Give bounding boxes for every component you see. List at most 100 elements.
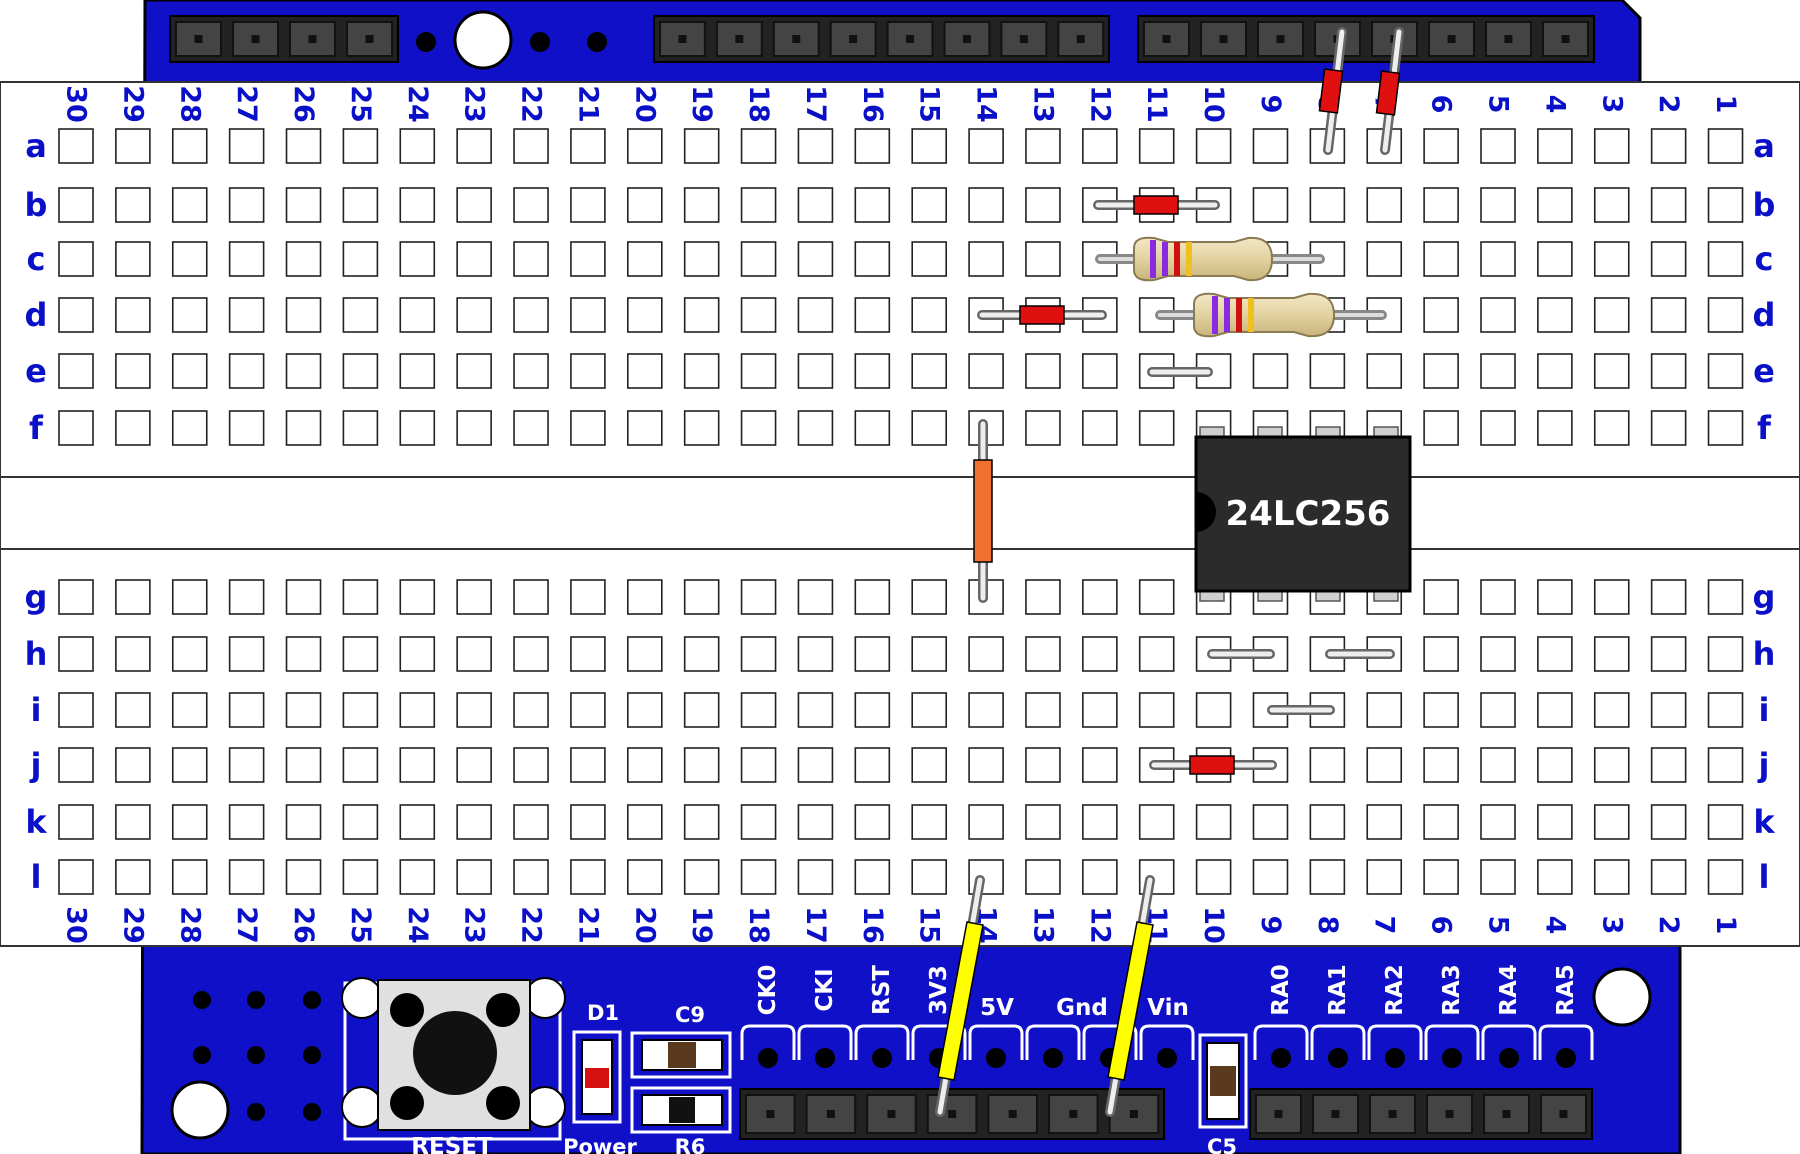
bottom-header-right [1249, 1088, 1593, 1140]
breadboard-hole [115, 804, 151, 840]
column-label-bottom: 15 [914, 906, 945, 944]
breadboard-hole [626, 241, 663, 277]
breadboard-hole [171, 859, 208, 895]
breadboard-hole [1082, 579, 1118, 615]
breadboard-hole [285, 353, 322, 389]
breadboard-hole [171, 241, 208, 277]
column-label-bottom: 22 [516, 906, 547, 944]
breadboard-hole [1366, 692, 1403, 728]
breadboard-hole [456, 410, 492, 446]
bottom-header-pads [740, 1024, 1594, 1068]
breadboard-hole [1025, 636, 1061, 672]
breadboard-hole [513, 241, 549, 277]
breadboard-hole [740, 128, 777, 164]
header-pin [1542, 21, 1589, 57]
breadboard-hole [1138, 692, 1175, 728]
breadboard-hole [1480, 410, 1516, 446]
breadboard-hole [58, 353, 94, 389]
breadboard-hole [285, 410, 322, 446]
breadboard-hole [1423, 859, 1459, 895]
breadboard-hole [1252, 128, 1289, 164]
breadboard-hole [740, 410, 777, 446]
breadboard-hole [513, 859, 549, 895]
breadboard-hole [399, 747, 436, 783]
breadboard-hole [911, 187, 948, 223]
breadboard-hole [854, 859, 891, 895]
breadboard-hole [58, 859, 94, 895]
breadboard-hole [399, 636, 436, 672]
column-label-top: 9 [1255, 95, 1286, 114]
breadboard-hole [1138, 410, 1175, 446]
eeprom-chip: 24LC256 [1194, 426, 1412, 602]
breadboard-hole [171, 747, 208, 783]
row-label: g [25, 578, 48, 616]
breadboard-hole [626, 410, 663, 446]
breadboard-hole [683, 636, 720, 672]
breadboard-hole [968, 804, 1004, 840]
breadboard-hole [1480, 579, 1516, 615]
breadboard-hole [797, 297, 834, 333]
column-label-bottom: 23 [459, 906, 490, 944]
breadboard-hole [171, 804, 208, 840]
header-label: CK0 [755, 965, 781, 1016]
row-label: i [31, 691, 42, 729]
column-label-top: 2 [1653, 95, 1684, 114]
column-label-top: 6 [1426, 95, 1457, 114]
row-label: b [25, 186, 48, 224]
column-label-top: 30 [61, 85, 92, 123]
breadboard-hole [740, 859, 777, 895]
breadboard-hole [58, 187, 94, 223]
breadboard-hole [968, 241, 1004, 277]
header-pad [1253, 1024, 1309, 1060]
breadboard-hole [1537, 187, 1573, 223]
breadboard-hole [1423, 187, 1459, 223]
breadboard-hole [911, 804, 948, 840]
breadboard-hole [58, 128, 94, 164]
reset-button[interactable]: RESET [341, 977, 566, 1154]
breadboard-hole [513, 187, 549, 223]
breadboard-hole [115, 353, 151, 389]
breadboard-hole [513, 636, 549, 672]
header-pad [911, 1024, 967, 1060]
breadboard-hole [285, 297, 322, 333]
breadboard-hole [342, 297, 379, 333]
breadboard-hole [854, 187, 891, 223]
breadboard-hole [854, 804, 891, 840]
breadboard-hole [570, 636, 606, 672]
header-pin [805, 1094, 857, 1134]
breadboard-hole [228, 747, 265, 783]
breadboard-hole [911, 692, 948, 728]
breadboard-hole [626, 859, 663, 895]
breadboard-hole [513, 353, 549, 389]
breadboard-hole [570, 579, 606, 615]
breadboard-hole [1650, 297, 1687, 333]
breadboard-hole [1537, 579, 1573, 615]
breadboard-hole [342, 859, 379, 895]
breadboard-hole [58, 579, 94, 615]
header-label: 3V3 [926, 965, 952, 1015]
breadboard-hole [1650, 241, 1687, 277]
red-jumper-col8 [1318, 27, 1347, 155]
breadboard-hole [1480, 128, 1516, 164]
breadboard-hole [513, 804, 549, 840]
breadboard-hole [911, 410, 948, 446]
breadboard-hole [1423, 410, 1459, 446]
breadboard-hole [570, 804, 606, 840]
breadboard-hole [968, 128, 1004, 164]
breadboard-hole [171, 410, 208, 446]
breadboard-hole [570, 128, 606, 164]
breadboard-hole [1309, 747, 1346, 783]
breadboard-hole [911, 747, 948, 783]
c5-label: C5 [1207, 1135, 1237, 1154]
row-label: e [1753, 352, 1775, 390]
breadboard-hole [683, 353, 720, 389]
breadboard-hole [1537, 747, 1573, 783]
breadboard-hole [797, 241, 834, 277]
breadboard-hole [911, 297, 948, 333]
breadboard-hole [1537, 128, 1573, 164]
top-header-middle [653, 15, 1110, 63]
column-label-top: 11 [1141, 85, 1172, 123]
breadboard-hole [854, 747, 891, 783]
breadboard-hole [683, 804, 720, 840]
